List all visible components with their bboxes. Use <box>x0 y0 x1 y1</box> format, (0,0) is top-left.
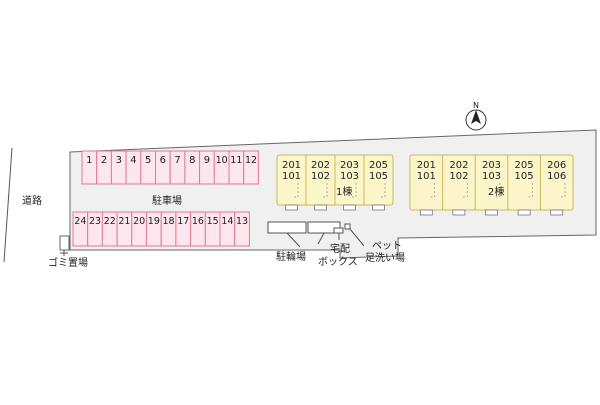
parking-space-number: 18 <box>163 216 175 227</box>
unit-lower-number: 101 <box>417 171 436 182</box>
parking-space-number: 10 <box>216 155 228 166</box>
parking-space-number: 23 <box>89 216 101 227</box>
parking-space-number: 1 <box>86 155 92 166</box>
unit-lower-number: 101 <box>282 171 301 182</box>
unit-upper-number: 203 <box>482 160 501 171</box>
parking-space-number: 8 <box>189 155 195 166</box>
unit-upper-number: 205 <box>515 160 534 171</box>
unit-upper-number: 202 <box>449 160 468 171</box>
parking-space <box>234 211 250 247</box>
unit-entrance <box>485 209 498 216</box>
pet-wash-label-1: ペット <box>372 241 402 252</box>
parking-space-number: 3 <box>116 155 122 166</box>
parking-space-number: 22 <box>104 216 116 227</box>
delivery-box-label-2: ボックス <box>318 256 358 268</box>
bicycle-parking <box>267 221 341 248</box>
unit-lower-number: 103 <box>340 171 359 182</box>
unit-entrance <box>314 204 327 211</box>
parking-space-number: 9 <box>204 155 210 166</box>
garbage-label: ゴミ置場 <box>48 256 88 269</box>
bicycle-label: 駐輪場 <box>276 250 306 263</box>
unit-entrance <box>517 209 531 216</box>
building-label: 2棟 <box>488 185 504 198</box>
parking-space <box>243 150 259 185</box>
unit-entrance <box>419 209 433 216</box>
parking-label: 駐車場 <box>152 194 182 207</box>
delivery-box <box>333 227 344 240</box>
unit-entrance <box>285 204 298 211</box>
unit-lower-number: 103 <box>482 171 501 182</box>
unit-entrance <box>550 209 564 216</box>
unit-entrance <box>452 209 466 216</box>
parking-space-number: 14 <box>221 216 233 227</box>
parking-space-number: 21 <box>118 216 130 227</box>
unit-entrance <box>372 204 385 211</box>
north-compass-icon: N <box>465 101 487 131</box>
parking-space-number: 4 <box>130 155 136 166</box>
delivery-box-label-1: 宅配 <box>330 242 350 255</box>
unit-upper-number: 206 <box>547 160 566 171</box>
unit-lower-number: 102 <box>449 171 468 182</box>
unit-upper-number: 203 <box>340 160 359 171</box>
parking-space-number: 5 <box>145 155 151 166</box>
pet-wash-label-2: 足洗い場 <box>365 251 405 264</box>
parking-space-number: 6 <box>160 155 166 166</box>
road-line <box>3 147 13 263</box>
unit-lower-number: 105 <box>515 171 534 182</box>
parking-space-number: 7 <box>174 155 180 166</box>
unit-lower-number: 105 <box>369 171 388 182</box>
parking-space-number: 19 <box>148 216 160 227</box>
unit-upper-number: 202 <box>311 160 330 171</box>
garbage-area <box>59 235 70 256</box>
parking-space-number: 16 <box>192 216 204 227</box>
road-label: 道路 <box>22 194 42 207</box>
parking-space-number: 20 <box>133 216 145 227</box>
unit-entrance <box>343 204 356 211</box>
parking-space-number: 2 <box>101 155 107 166</box>
building-label: 1棟 <box>336 185 352 198</box>
unit-lower-number: 102 <box>311 171 330 182</box>
unit-lower-number: 106 <box>547 171 566 182</box>
compass-label: N <box>473 101 479 110</box>
parking-space-number: 13 <box>236 216 248 227</box>
parking-space-number: 24 <box>74 216 86 227</box>
unit-upper-number: 205 <box>369 160 388 171</box>
parking-space-number: 15 <box>207 216 219 227</box>
parking-space-number: 11 <box>230 155 242 166</box>
parking-space-number: 12 <box>245 155 257 166</box>
unit-upper-number: 201 <box>282 160 301 171</box>
unit-upper-number: 201 <box>417 160 436 171</box>
parking-space-number: 17 <box>177 216 189 227</box>
pet-wash-area <box>344 223 365 247</box>
